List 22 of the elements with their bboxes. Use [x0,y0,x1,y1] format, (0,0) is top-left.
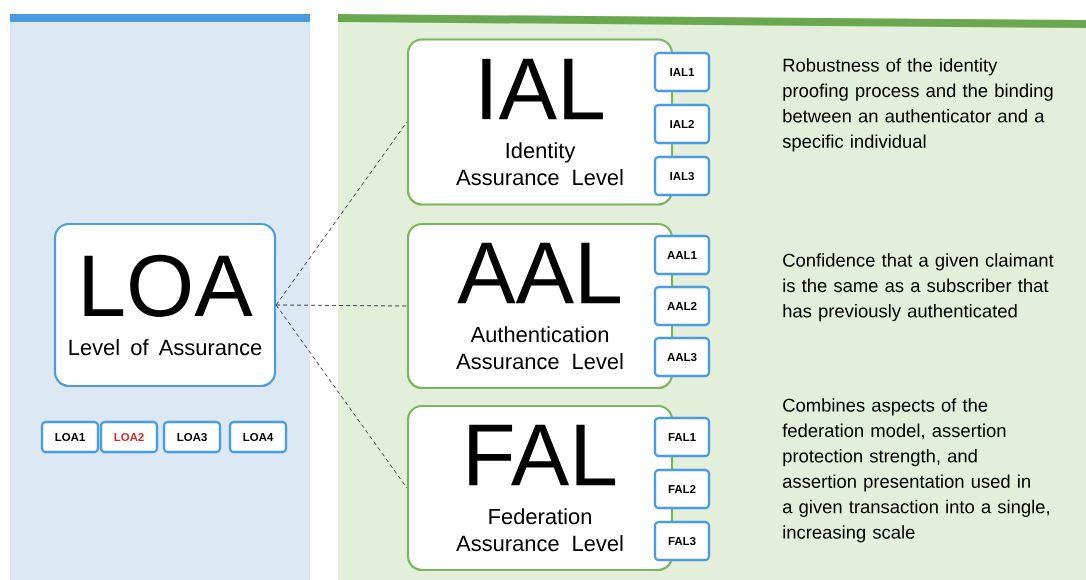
level-tag: FAL3 [653,520,711,562]
level-box: LOA Level of Assurance [53,222,277,388]
level-tag: AAL1 [653,234,711,276]
level-tag: LOA3 [162,420,222,454]
level-tag: AAL3 [653,336,711,378]
connector-line [275,304,408,489]
node-label: FAL [469,424,616,486]
level-tag: IAL1 [653,51,711,93]
level-tag: FAL1 [653,416,711,458]
level-tag: LOA1 [40,420,100,454]
node-label: Federation Assurance Level [456,508,623,552]
connector-line [275,304,408,307]
connector-line [275,121,408,306]
level-tag: LOA4 [228,420,288,454]
description-text: Combines aspects of the federation model, assertion protection strength, and assertion presentation used in a given transaction into a single, increasing scale [782,398,1049,543]
level-tag: IAL2 [653,103,711,145]
level-tag: IAL3 [653,155,711,197]
description-text: Confidence that a given claimant is the same as a subscriber that has previously authenticated [783,253,1054,322]
level-tag: FAL2 [653,468,711,510]
level-tag: AAL2 [653,285,711,327]
description-text: Robustness of the identity proofing process and the binding between an authenticator and a specific individual [782,58,1053,152]
level-tag: LOA2 [99,420,159,454]
